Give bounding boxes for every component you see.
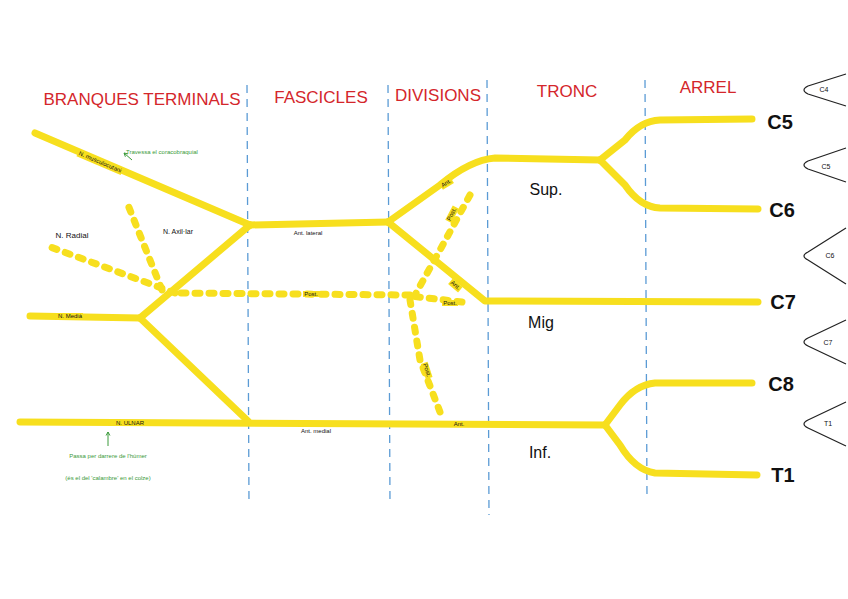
vertebra-label: C7 bbox=[824, 339, 833, 347]
trunk-label: Mig bbox=[528, 314, 554, 332]
cord-label: Ant. lateral bbox=[293, 230, 323, 237]
nerve-line bbox=[35, 133, 250, 225]
vertebra-label: C4 bbox=[820, 86, 829, 94]
nerve-line bbox=[388, 158, 600, 222]
nerve-line bbox=[140, 318, 248, 421]
root-label: T1 bbox=[771, 464, 794, 486]
division-label: Post. bbox=[421, 362, 432, 379]
note-text: (és el del 'calambre' en el colze) bbox=[63, 475, 153, 482]
vertebra-label: T1 bbox=[824, 420, 832, 428]
nerve-label: N. Medià bbox=[57, 313, 83, 320]
root-label: C7 bbox=[770, 291, 796, 313]
section-heading: BRANQUES TERMINALS bbox=[43, 91, 240, 110]
trunk-label: Sup. bbox=[530, 181, 563, 199]
vertebra-outline bbox=[804, 320, 846, 364]
division-label: Ant. bbox=[439, 177, 453, 189]
division-label: Post. bbox=[442, 300, 458, 307]
vertebra-outline bbox=[804, 228, 846, 284]
vertebra-label: C6 bbox=[826, 252, 835, 260]
vertebra-label: C5 bbox=[822, 163, 831, 171]
nerve-line bbox=[600, 119, 752, 160]
trunk-label: Inf. bbox=[529, 444, 551, 462]
note-arrowhead bbox=[106, 432, 110, 436]
posterior-nerve-line bbox=[128, 205, 162, 290]
section-divider bbox=[645, 80, 647, 498]
nerve-line bbox=[30, 316, 140, 318]
note-text: Passa per darrere de l'húmer bbox=[63, 453, 153, 460]
note-text: Travessa el coracobraquial bbox=[126, 149, 198, 156]
nerve-label: N. Radial bbox=[56, 232, 89, 241]
section-heading: FASCICLES bbox=[274, 89, 368, 108]
note-pointer bbox=[108, 432, 109, 446]
vertebra-outline bbox=[804, 148, 846, 182]
nerve-label: N. Axil·lar bbox=[163, 228, 193, 236]
section-divider bbox=[487, 80, 489, 515]
nerve-line bbox=[600, 160, 758, 209]
vertebra-outline bbox=[804, 402, 846, 446]
posterior-nerve-line bbox=[410, 300, 440, 412]
nerve-line bbox=[250, 222, 388, 225]
root-label: C8 bbox=[768, 373, 794, 395]
nerve-label: N. ULNAR bbox=[115, 420, 145, 427]
root-label: C6 bbox=[769, 199, 795, 221]
section-heading: DIVISIONS bbox=[395, 87, 481, 106]
vertebra-outline bbox=[804, 74, 846, 106]
posterior-nerve-line bbox=[175, 293, 410, 295]
cord-label: Post. bbox=[303, 291, 319, 298]
nerve-line bbox=[605, 425, 757, 475]
nerve-line bbox=[605, 383, 752, 425]
nerve-line bbox=[388, 222, 758, 302]
root-label: C5 bbox=[767, 111, 793, 133]
posterior-nerve-line bbox=[415, 195, 470, 295]
division-label: Ant. bbox=[453, 421, 466, 428]
section-heading: ARREL bbox=[680, 79, 737, 98]
section-heading: TRONC bbox=[537, 83, 597, 102]
cord-label: Ant. medial bbox=[301, 428, 331, 435]
nerve-line bbox=[20, 422, 605, 425]
nerve-label: N. musculocutani bbox=[77, 150, 124, 175]
